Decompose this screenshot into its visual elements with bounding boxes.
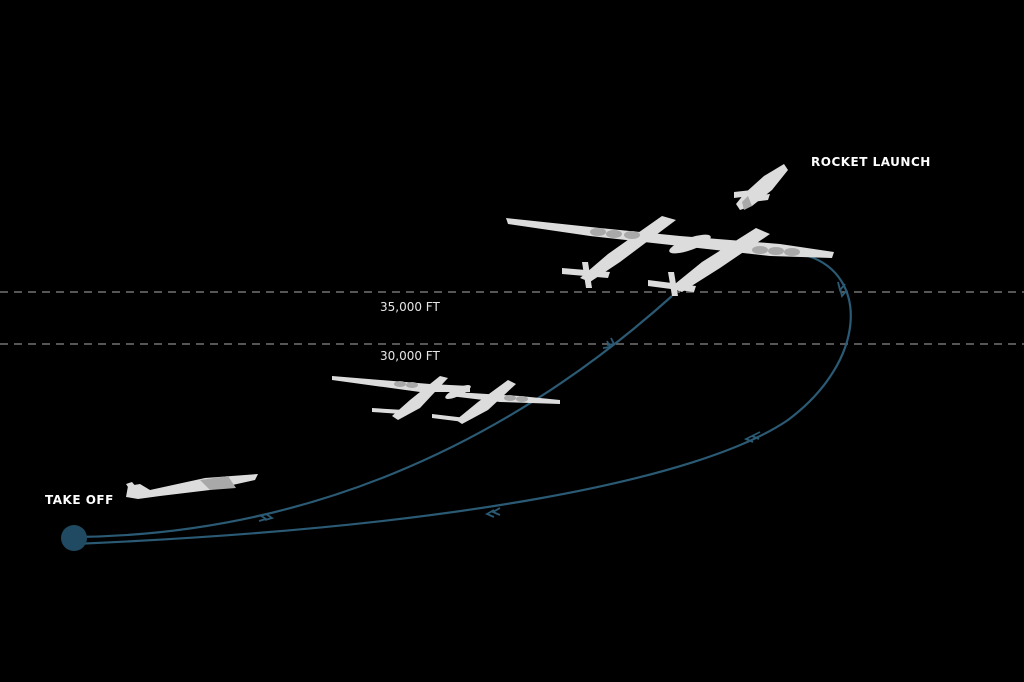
rocket-launch-label: ROCKET LAUNCH (811, 155, 931, 169)
takeoff-label: TAKE OFF (45, 493, 114, 507)
direction-arrow-icon (258, 513, 275, 522)
direction-arrow-icon (743, 431, 761, 443)
direction-arrow-icon (484, 507, 501, 518)
return-flight-path (73, 254, 852, 546)
takeoff-marker (61, 525, 87, 551)
launch-vehicle-icon (734, 164, 788, 210)
carrier-aircraft-climb-icon (332, 376, 560, 424)
direction-arrow-icon (602, 337, 616, 349)
direction-arrow-icon (837, 281, 848, 298)
altitude-label-35000: 35,000 FT (380, 300, 440, 314)
carrier-aircraft-takeoff-icon (126, 474, 258, 499)
altitude-label-30000: 30,000 FT (380, 349, 440, 363)
ascent-flight-path (73, 295, 673, 539)
carrier-aircraft-launch-altitude-icon (506, 216, 834, 296)
